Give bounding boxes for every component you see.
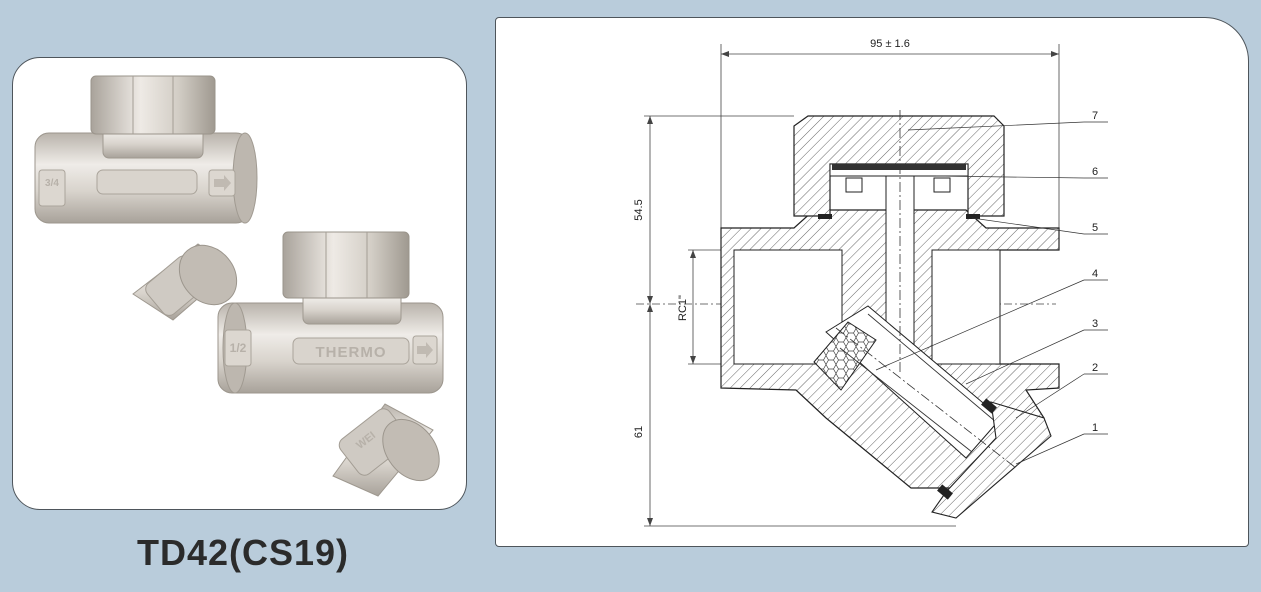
part-number-1: 1 [1092,422,1098,434]
valve-cap-section [793,110,1017,469]
part-number-2: 2 [1092,362,1098,374]
technical-drawing-panel: 95 ± 1.6 54.5 61 RC1" [495,17,1249,547]
arrow-right-icon [417,342,433,358]
part-number-3: 3 [1092,318,1098,330]
dimension-width: 95 ± 1.6 [720,38,1060,228]
part-number-7: 7 [1092,110,1098,122]
dimension-thread-label: RC1" [677,295,689,321]
cross-section-drawing: 95 ± 1.6 54.5 61 RC1" [633,38,1108,527]
part-leaders [875,121,1108,465]
brand-plate: THERMO [316,344,387,361]
steam-trap-valve-b: WEI THERMO 1/2 [217,231,444,497]
dimension-lower-height: 61 [633,426,645,438]
dimension-width-label: 95 ± 1.6 [870,38,910,50]
model-title: TD42(CS19) [136,532,350,573]
size-label-a: 3/4 [45,178,59,189]
dimension-upper-height: 54.5 [633,199,645,220]
size-label-b: 1/2 [230,341,247,355]
part-number-5: 5 [1092,222,1098,234]
part-number-6: 6 [1092,166,1098,178]
part-number-4: 4 [1092,268,1098,280]
arrow-right-icon [214,175,231,191]
product-photo-panel: 3/4 WEI THERMO 1/2 [12,57,467,510]
steam-trap-valve-a: 3/4 [34,75,258,321]
valve-body-section [720,167,1060,519]
product-photo: 3/4 WEI THERMO 1/2 [34,75,444,497]
